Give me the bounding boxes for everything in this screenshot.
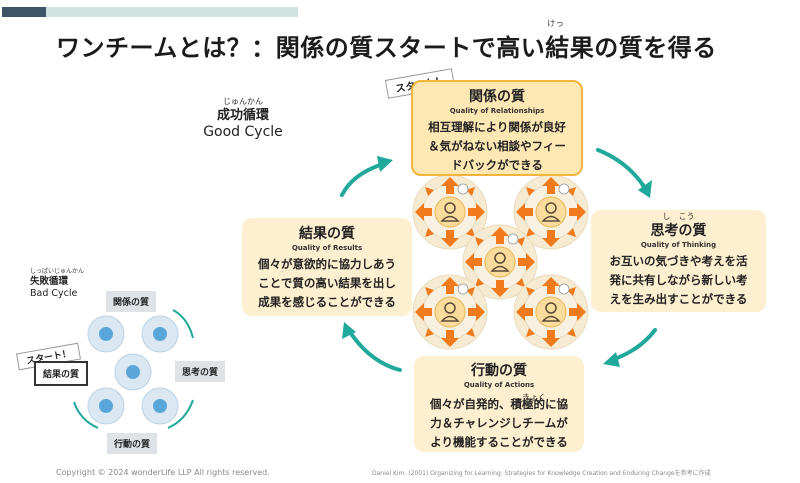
bad-cycle-ruby: しっぱいじゅんかん <box>30 268 85 275</box>
box-actions-line: 個々が自発的、積極的に協 <box>430 397 568 411</box>
box-results-sub: Quality of Results <box>291 244 363 252</box>
node-bottom-right <box>513 274 589 350</box>
bad-cycle-label: しっぱいじゅんかん 失敗循環 Bad Cycle <box>30 268 84 300</box>
box-relationships: 関係の質 Quality of Relationships 相互理解により関係が… <box>411 80 583 176</box>
box-relationships-sub: Quality of Relationships <box>449 107 545 115</box>
box-results-title: 結果の質 <box>299 226 355 242</box>
node-bottom-left <box>412 274 488 350</box>
box-relationships-line: ＆気がねない相談やフィー <box>428 139 566 153</box>
box-thinking-title: 思考の質 <box>650 223 707 239</box>
box-results-line: 成果を感じることができる <box>258 295 396 309</box>
box-results: 結果の質 Quality of Results 個々が意欲的に協力しあう ことで… <box>242 218 412 316</box>
arrow-results-to-relationships <box>340 163 382 197</box>
bad-cycle-jp: 失敗循環 <box>30 276 69 287</box>
header-bar-light <box>46 7 298 17</box>
box-thinking-sub: Quality of Thinking <box>640 241 717 249</box>
arrow-thinking-to-actions <box>610 328 657 362</box>
title-ruby: けっ <box>547 19 565 28</box>
bad-cycle-en: Bad Cycle <box>30 288 78 299</box>
box-actions-title: 行動の質 <box>471 363 527 379</box>
box-relationships-line: 相互理解により関係が良好 <box>428 120 566 134</box>
box-thinking: し こう 思考の質 Quality of Thinking お互いの気づきや考え… <box>591 210 766 312</box>
header-bar-dark <box>2 7 46 17</box>
good-cycle-en: Good Cycle <box>203 124 283 140</box>
title-end: 果の質を得る <box>569 34 717 62</box>
bad-cycle-illustration <box>73 309 194 429</box>
box-actions-line: 力＆チャレンジしチームが <box>430 416 568 430</box>
arrow-actions-to-results <box>348 330 402 372</box>
good-cycle-ruby: じゅんかん <box>223 97 263 106</box>
box-thinking-line: お互いの気づきや考えを活 <box>609 254 748 268</box>
box-actions-line: より機能することができる <box>430 435 568 449</box>
box-thinking-ruby: し こう <box>662 212 695 221</box>
box-actions-ruby: きょく <box>522 393 546 402</box>
box-results-line: ことで質の高い結果を出し <box>258 276 396 290</box>
good-cycle-label: じゅんかん 成功循環 Good Cycle <box>188 97 298 141</box>
title-main: ワンチームとは？：関係の質スタートで高い <box>56 34 546 62</box>
box-thinking-line: 発に共有しながら新しい考 <box>609 273 748 287</box>
box-relationships-line: ドバックができる <box>451 158 543 172</box>
good-cycle-jp: 成功循環 <box>216 108 269 123</box>
box-actions: 行動の質 Quality of Actions きょく 個々が自発的、積極的に協… <box>414 356 584 452</box>
team-illustration <box>412 174 589 350</box>
bad-item-relationships: 関係の質 <box>106 291 157 312</box>
copyright: Copyright © 2024 wonderLife LLP All righ… <box>56 468 270 477</box>
box-thinking-line: えを生み出すことができる <box>609 292 748 306</box>
page-title: ワンチームとは？：関係の質スタートで高いけっ結果の質を得る <box>56 19 717 63</box>
bad-item-results: 結果の質 <box>34 361 89 386</box>
bad-item-thinking: 思考の質 <box>175 361 226 382</box>
source-note: Daniel Kim. (2001) Organizing for Learni… <box>372 470 711 477</box>
title-ruby-word: 結 <box>545 34 570 62</box>
box-results-line: 個々が意欲的に協力しあう <box>258 257 396 271</box>
box-actions-sub: Quality of Actions <box>463 381 535 389</box>
box-relationships-title: 関係の質 <box>469 89 525 105</box>
bad-item-actions: 行動の質 <box>107 433 158 454</box>
arrow-relationships-to-thinking <box>596 148 647 190</box>
